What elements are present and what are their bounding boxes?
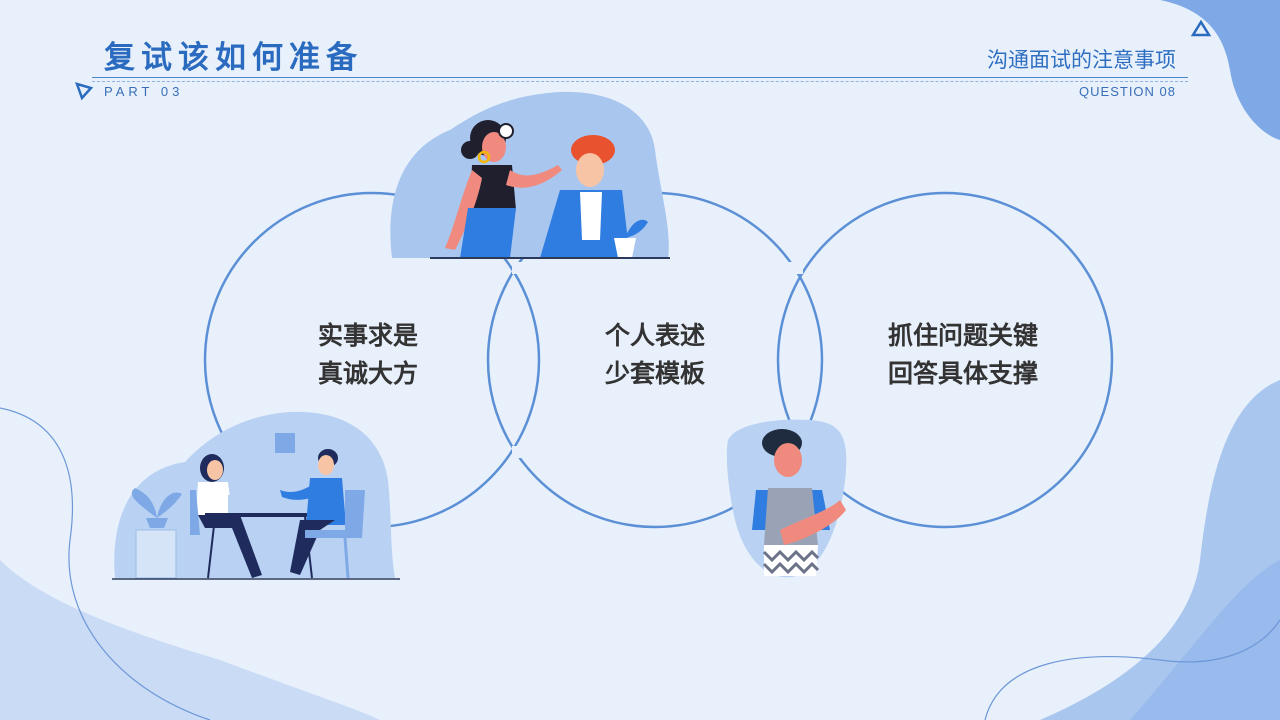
blob-top-right — [1160, 0, 1280, 140]
circle-right-line1: 抓住问题关键 — [887, 321, 1039, 350]
woman-body — [470, 165, 516, 210]
woman2-face — [207, 460, 223, 480]
woman2-top — [196, 482, 232, 515]
circle-middle-text: 个人表述 少套模板 — [605, 317, 705, 393]
triangle-left-icon — [75, 82, 94, 101]
chair-right-leg — [343, 537, 350, 579]
page-subtitle: 沟通面试的注意事项 — [987, 48, 1176, 72]
woman-earring — [477, 150, 491, 164]
man2-face — [318, 455, 334, 475]
page-title: 复试该如何准备 — [104, 40, 363, 76]
plant-pot — [614, 238, 636, 258]
man-shirt — [580, 192, 602, 240]
woman-glasses — [498, 123, 514, 139]
man2-arm — [280, 485, 318, 500]
plant-leaves — [610, 210, 648, 238]
circle-left-line1: 实事求是 — [317, 321, 419, 350]
woman-pants — [460, 208, 516, 258]
circle-right-text: 抓住问题关键 回答具体支撑 — [888, 317, 1038, 393]
chair-right — [305, 490, 365, 538]
desk-top — [205, 513, 317, 517]
laptop — [228, 495, 254, 513]
part-label: PART 03 — [104, 84, 184, 99]
question-label: QUESTION 08 — [1079, 84, 1176, 99]
triangle-top-right — [1190, 19, 1212, 37]
blob-bottom-left — [0, 560, 380, 720]
header-divider — [92, 77, 1188, 78]
circle-right — [776, 191, 1114, 529]
gap-middle-right-top — [787, 262, 803, 274]
man-face — [576, 153, 604, 187]
man3-arm — [780, 500, 846, 545]
circle-left-line2: 真诚大方 — [317, 359, 419, 388]
circle-right-line2: 回答具体支撑 — [887, 359, 1039, 388]
blob-bottom-right-inner — [1130, 560, 1280, 720]
chair-left — [190, 490, 200, 535]
header-divider-dashed — [92, 81, 1188, 82]
wall-clock — [275, 433, 295, 453]
gap-left-middle-top — [512, 262, 528, 274]
circle-left-text: 实事求是 真诚大方 — [318, 317, 418, 393]
man2-body — [306, 478, 346, 525]
woman-arm-left — [445, 170, 482, 250]
side-cabinet — [135, 529, 177, 579]
woman2-legs — [198, 515, 262, 578]
circle-middle-line2: 少套模板 — [604, 359, 706, 388]
man2-legs — [290, 520, 335, 575]
circle-middle-line1: 个人表述 — [604, 321, 706, 350]
cabinet-plant — [131, 488, 182, 528]
man3-face — [774, 443, 802, 477]
gap-left-middle-bottom — [512, 446, 528, 458]
desk-leg-left — [207, 516, 216, 579]
woman-hair-bun — [461, 141, 479, 159]
curve-bottom-right — [984, 619, 1280, 720]
woman-arm — [506, 165, 562, 188]
man3-zigzag — [762, 549, 820, 575]
curve-bottom-left — [0, 407, 211, 720]
